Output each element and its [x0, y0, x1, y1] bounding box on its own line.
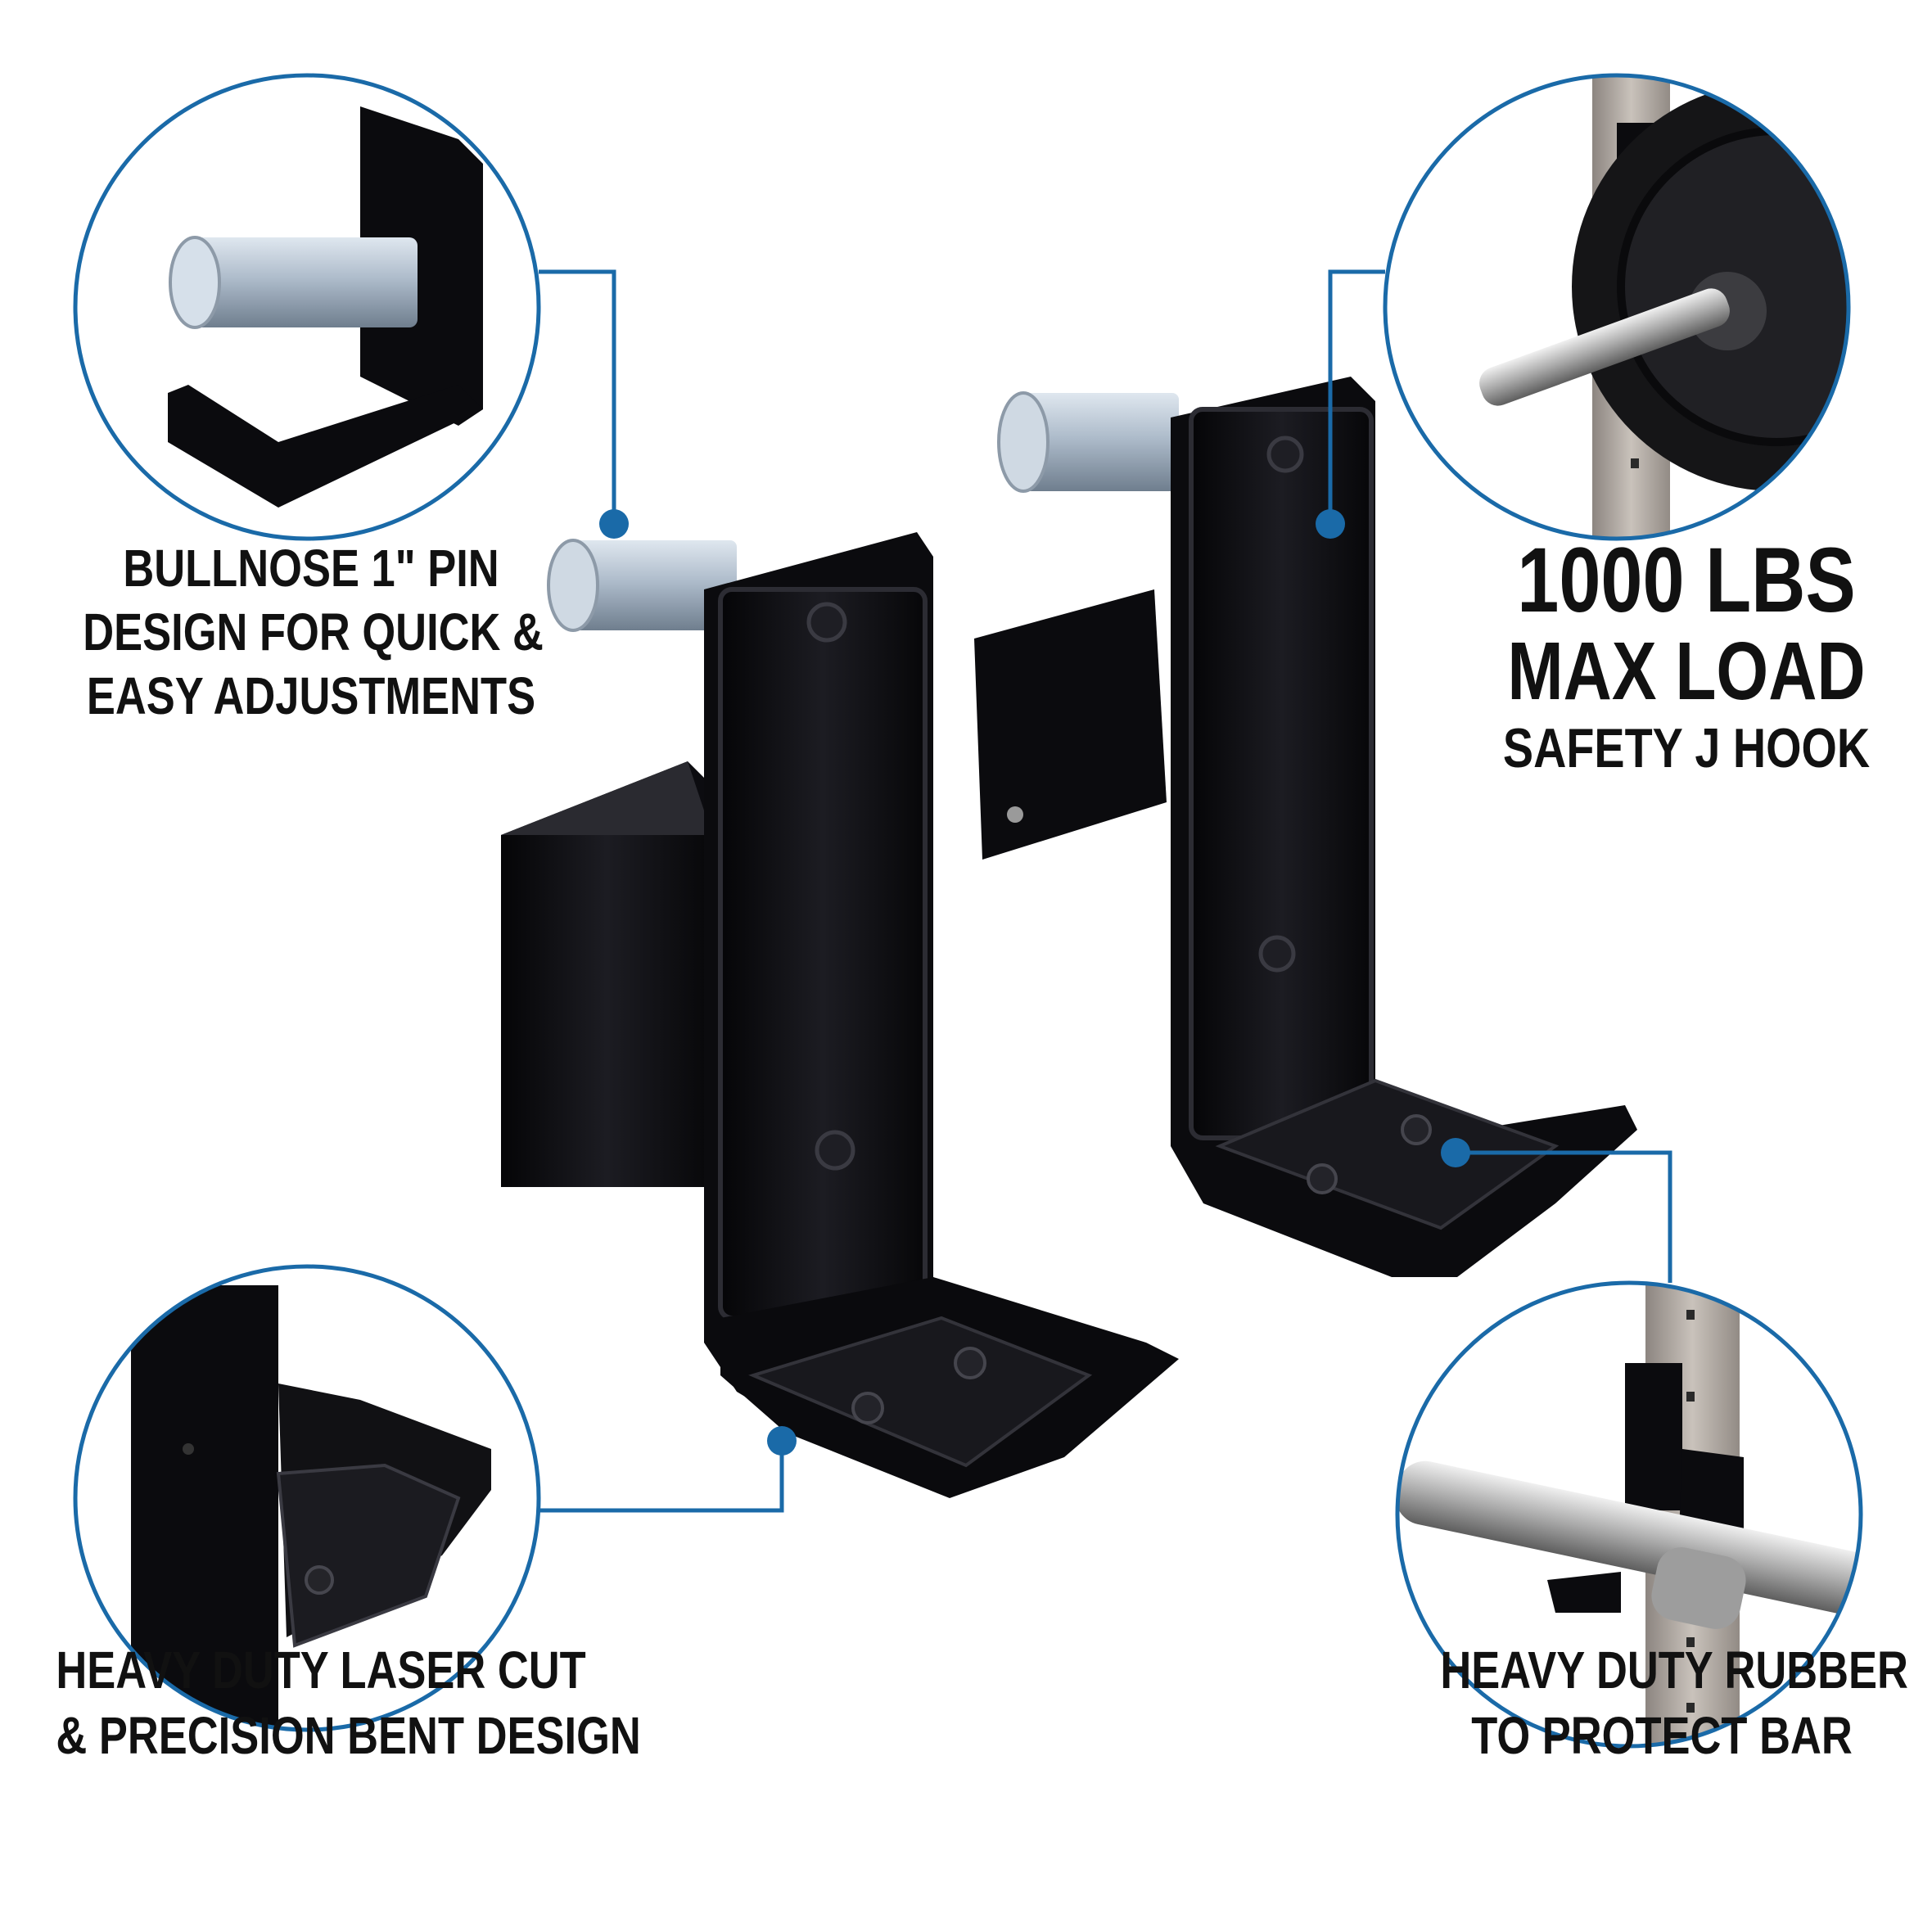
left-j-hook	[501, 532, 1179, 1498]
inset-pin-closeup	[73, 73, 541, 541]
caption-bullnose-pin: BULLNOSE 1" PIN DESIGN FOR QUICK & EASY …	[33, 536, 589, 728]
caption-line: TO PROTECT BAR	[1471, 1706, 1853, 1765]
inset-bar-on-hook	[1395, 1280, 1863, 1749]
right-j-hook	[974, 377, 1637, 1277]
callout-lines	[539, 269, 1672, 1513]
load-unit: LBS	[1705, 529, 1856, 631]
caption-line: & PRECISION BENT DESIGN	[56, 1706, 641, 1765]
caption-max-load: 1000 LBS MAX LOAD SAFETY J HOOK	[1441, 532, 1932, 783]
caption-line: HEAVY DUTY RUBBER	[1440, 1641, 1908, 1700]
caption-line: BULLNOSE 1" PIN	[123, 539, 499, 598]
callout-dots	[599, 509, 1470, 1456]
caption-line: EASY ADJUSTMENTS	[86, 666, 536, 725]
inset-bent-cup	[73, 1264, 541, 1732]
caption-rubber: HEAVY DUTY RUBBER TO PROTECT BAR	[1392, 1637, 1932, 1768]
caption-line: DESIGN FOR QUICK &	[83, 603, 544, 661]
caption-laser-cut: HEAVY DUTY LASER CUT & PRECISION BENT DE…	[0, 1637, 641, 1768]
caption-line: MAX LOAD	[1507, 625, 1866, 717]
caption-load-headline: 1000 LBS	[1485, 532, 1888, 629]
caption-line: SAFETY J HOOK	[1502, 717, 1871, 779]
caption-line: HEAVY DUTY LASER CUT	[56, 1641, 586, 1700]
inset-loaded-rack	[1383, 73, 1851, 541]
load-number: 1000	[1517, 529, 1685, 631]
